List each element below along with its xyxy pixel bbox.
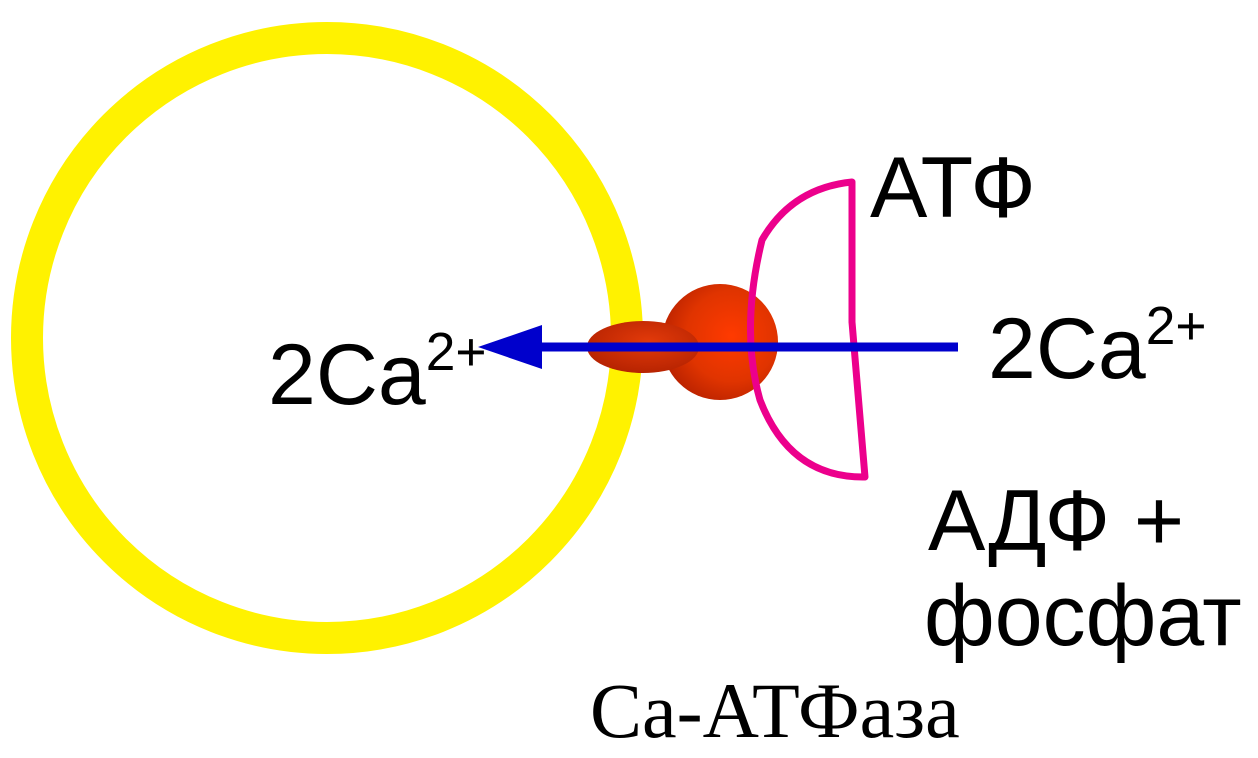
label-adp-line1: АДФ + (928, 473, 1185, 569)
label-adp-line2: фосфат (924, 568, 1242, 664)
label-ca-outside: 2Ca2+ (988, 300, 1207, 392)
label-atp: АТФ (870, 140, 1036, 236)
label-ca-outside-base: 2Ca (988, 301, 1146, 397)
label-ca-outside-charge: 2+ (1145, 297, 1207, 357)
label-ca-inside: 2Ca2+ (268, 326, 487, 418)
label-ca-inside-charge: 2+ (425, 323, 487, 383)
label-ca-inside-base: 2Ca (268, 327, 426, 423)
transport-arrow-head (478, 325, 542, 369)
arrow-left-icon (478, 325, 958, 369)
label-enzyme: Са-АТФаза (590, 667, 960, 754)
